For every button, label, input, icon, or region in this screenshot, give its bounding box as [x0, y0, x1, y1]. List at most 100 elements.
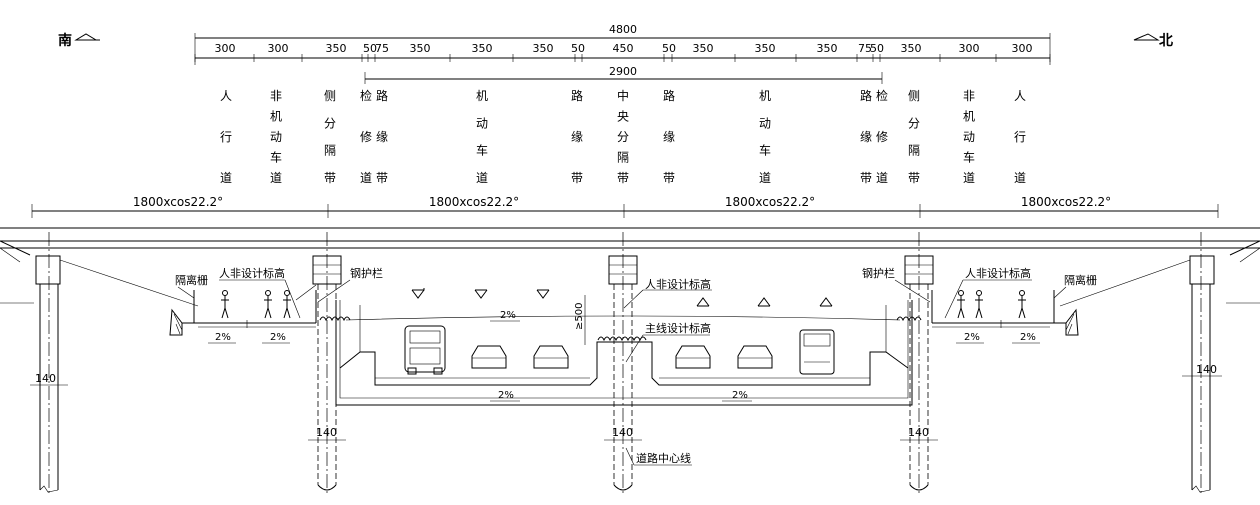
arrow-down-icon	[536, 289, 550, 299]
lane-label: 机动车道	[476, 89, 488, 185]
underpass-trough: ≥500	[335, 295, 913, 406]
lane-label: 非机动车道	[270, 89, 282, 185]
lane-label: 路缘带	[571, 88, 583, 185]
slope-label: 2%	[270, 332, 286, 343]
left-walkway	[169, 284, 317, 336]
seg-dim-13: 350	[817, 42, 838, 55]
pedestrian-icon	[221, 290, 229, 319]
fence-label-left: 隔离栅	[175, 273, 208, 287]
traffic-arrows	[411, 288, 833, 307]
slope-label: 2%	[964, 332, 980, 343]
right-walkway	[931, 290, 1079, 336]
pile-dim-right: 140	[908, 426, 929, 439]
seg-dim-0: 300	[215, 42, 236, 55]
fence-label-right: 隔离栅	[1064, 273, 1097, 287]
lane-label: 检修道	[876, 88, 888, 185]
pedestrian-figures	[221, 290, 1026, 319]
slope-label: 2%	[215, 332, 231, 343]
bridge-deck	[0, 227, 1260, 304]
seg-dim-5: 350	[410, 42, 431, 55]
shrub-icon	[896, 316, 922, 322]
slope-label: 2%	[498, 390, 514, 401]
seg-dim-11: 350	[693, 42, 714, 55]
arrow-down-icon	[474, 289, 488, 299]
side-median-shrubs	[319, 316, 922, 342]
slope-labels: 2% 2% 2% 2% 2% 2% 2%	[208, 310, 1040, 402]
lane-label: 非机动车道	[963, 89, 975, 185]
pile-dim-outer-left: 140	[35, 372, 56, 385]
lane-label: 检修道	[360, 88, 372, 185]
slope-label: 2%	[1020, 332, 1036, 343]
north-arrow-icon	[1133, 33, 1160, 41]
slope-label: 2%	[732, 390, 748, 401]
lane-label: 人行道	[1014, 89, 1026, 185]
lane-label: 路缘带	[376, 88, 388, 185]
lane-label: 中央分隔带	[617, 88, 629, 185]
piers	[35, 232, 1215, 495]
seg-dim-17: 300	[959, 42, 980, 55]
seg-dim-10: 50	[662, 42, 676, 55]
shrub-icon	[319, 316, 351, 322]
pile-dim-left: 140	[316, 426, 337, 439]
bus-icon	[799, 329, 835, 375]
middle-width-dimension: 2900	[364, 65, 883, 84]
lane-label: 机动车道	[759, 89, 771, 185]
seg-dim-3: 50	[363, 42, 377, 55]
car-icon	[737, 345, 773, 369]
span-dimensions: 1800xcos22.2° 1800xcos22.2° 1800xcos22.2…	[31, 195, 1219, 218]
span-dim-3: 1800xcos22.2°	[1021, 195, 1111, 209]
road-centerline-label: 道路中心线	[636, 451, 691, 465]
segment-dimensions: 300 300 350 50 75 350 350 350 50 450 50 …	[194, 42, 1051, 62]
seg-dim-4: 75	[375, 42, 389, 55]
pedestrian-icon	[957, 290, 965, 319]
seg-dim-18: 300	[1012, 42, 1033, 55]
lane-label: 侧分隔带	[908, 89, 920, 185]
seg-dim-1: 300	[268, 42, 289, 55]
south-label: 南	[58, 32, 72, 49]
seg-dim-16: 350	[901, 42, 922, 55]
car-icon	[533, 345, 569, 369]
arrow-up-icon	[696, 297, 710, 307]
vehicles	[404, 325, 835, 375]
north-label: 北	[1159, 33, 1173, 49]
seg-dim-15: 50	[870, 42, 884, 55]
seg-dim-6: 350	[472, 42, 493, 55]
slope-label: 2%	[500, 310, 516, 321]
cyclist-icon	[975, 290, 983, 319]
pile-dim-center: 140	[612, 426, 633, 439]
span-dim-2: 1800xcos22.2°	[725, 195, 815, 209]
lane-label: 路缘带	[860, 88, 872, 185]
lane-label: 路缘带	[663, 88, 675, 185]
car-icon	[471, 345, 507, 369]
south-arrow-icon	[74, 33, 100, 41]
seg-dim-14: 75	[858, 42, 872, 55]
pedestrian-icon	[1018, 290, 1026, 319]
arrow-up-icon	[819, 297, 833, 307]
middle-width-value: 2900	[609, 65, 637, 78]
span-dim-1: 1800xcos22.2°	[429, 195, 519, 209]
cyclist-icon	[283, 290, 291, 319]
cyclist-icon	[264, 290, 272, 319]
seg-dim-12: 350	[755, 42, 776, 55]
lane-labels: 人行道非机动车道侧分隔带检修道路缘带机动车道路缘带中央分隔带路缘带机动车道路缘带…	[220, 88, 1026, 185]
truck-icon	[404, 325, 446, 375]
seg-dim-2: 350	[326, 42, 347, 55]
direction-south: 南	[58, 32, 100, 49]
mainline-elev-label: 主线设计标高	[645, 321, 711, 335]
span-dim-0: 1800xcos22.2°	[133, 195, 223, 209]
seg-dim-7: 350	[533, 42, 554, 55]
nonmotor-elev-label-center: 人非设计标高	[645, 277, 711, 291]
pile-dim-outer-right: 140	[1196, 363, 1217, 376]
pile-width-dims: 140 140 140 140 140	[30, 363, 1222, 441]
arrow-down-icon	[411, 288, 425, 299]
total-width-dimension: 4800	[194, 23, 1051, 65]
seg-dim-8: 50	[571, 42, 585, 55]
lane-label: 人行道	[220, 89, 232, 185]
nonmotor-elev-label-right: 人非设计标高	[965, 266, 1031, 280]
road-surface	[345, 315, 901, 321]
guardrail-label-left: 钢护栏	[350, 266, 383, 280]
shrub-icon	[597, 336, 647, 342]
total-width-value: 4800	[609, 23, 637, 36]
annotations: 隔离栅 人非设计标高 钢护栏 人非设计标高 主线设计标高 钢护栏 人非设计标高 …	[175, 266, 1097, 466]
